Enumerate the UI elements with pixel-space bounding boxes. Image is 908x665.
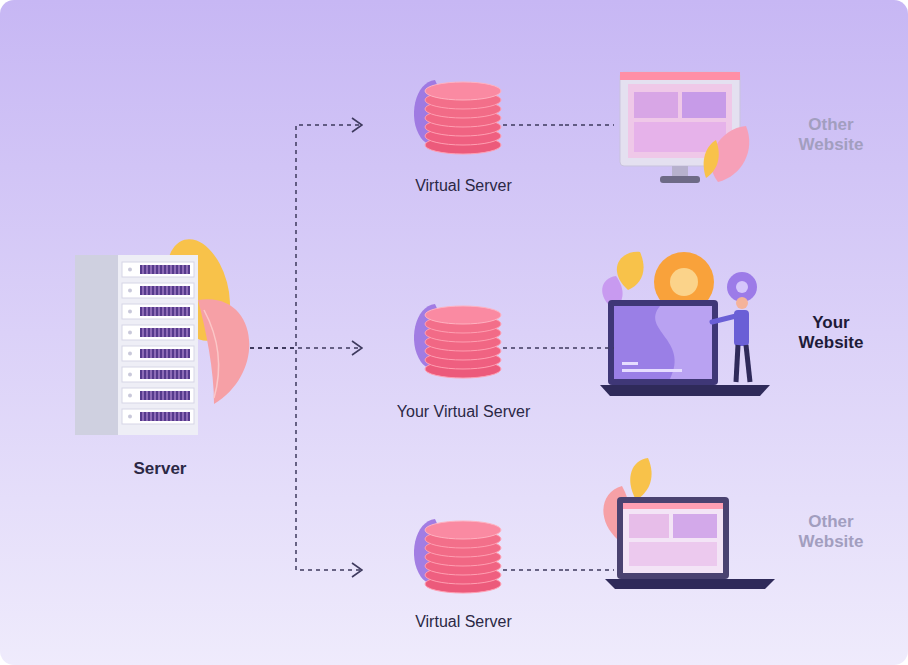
- dashed-connector: [565, 347, 614, 349]
- illustration-part: [600, 385, 770, 396]
- illustration-part: [118, 255, 198, 435]
- illustration-part: [414, 80, 501, 154]
- illustration-part: [503, 347, 565, 349]
- node-label: Server: [134, 459, 187, 479]
- website-label: Your Website: [785, 313, 877, 353]
- illustration-part: [670, 268, 698, 296]
- illustration-part: [623, 503, 723, 573]
- illustration-part: [414, 519, 501, 593]
- illustration-part: [746, 345, 750, 382]
- virtual-server-node: Virtual Server: [362, 70, 565, 200]
- dashed-connector: [250, 348, 362, 570]
- illustration-part: [682, 92, 726, 118]
- dashed-connector: [565, 124, 614, 126]
- node-label: Virtual Server: [415, 612, 512, 632]
- virtual-server-node: Virtual Server: [362, 505, 565, 636]
- illustration-part: [617, 252, 644, 290]
- illustration-part: [503, 569, 565, 571]
- website-label: Other Website: [785, 115, 877, 155]
- illustration-part: [629, 514, 669, 538]
- illustration-part: [414, 304, 501, 378]
- illustration-part: [503, 124, 565, 126]
- virtual-server-node: Your Virtual Server: [362, 295, 565, 426]
- illustration-part: [660, 176, 700, 183]
- illustration-part: [614, 306, 712, 379]
- website-node: Your Website: [614, 268, 881, 408]
- server-node: Server: [70, 240, 250, 483]
- node-label: Your Virtual Server: [397, 402, 530, 422]
- illustration-part: [122, 325, 194, 340]
- website-node: Other Website: [614, 60, 881, 200]
- node-label: Virtual Server: [415, 176, 512, 196]
- illustration-part: [122, 283, 194, 298]
- illustration-part: [620, 72, 740, 80]
- illustration-part: [122, 388, 194, 403]
- illustration-part: [704, 140, 719, 178]
- illustration-part: [673, 514, 717, 538]
- illustration-part: [617, 497, 729, 579]
- dashed-connector: [565, 569, 614, 571]
- illustration-part: [629, 542, 717, 566]
- illustration-part: [122, 409, 194, 424]
- dashed-connector: [250, 125, 362, 348]
- illustration-part: [608, 300, 718, 385]
- website-label: Other Website: [785, 512, 877, 552]
- website-node: Other Website: [614, 480, 881, 620]
- illustration-part: [655, 306, 712, 379]
- illustration-part: [622, 369, 682, 372]
- illustration-part: [122, 346, 194, 361]
- illustration-part: [736, 281, 748, 293]
- illustration-part: [122, 304, 194, 319]
- illustration-part: [75, 255, 119, 435]
- illustration-part: [122, 367, 194, 382]
- illustration-part: [736, 345, 738, 382]
- illustration-part: [736, 297, 748, 309]
- illustration-part: [712, 316, 736, 322]
- illustration-part: [630, 458, 651, 500]
- illustration-part: [122, 262, 194, 277]
- illustration-part: [204, 310, 219, 398]
- illustration-part: [623, 503, 723, 509]
- illustration-part: [198, 299, 249, 404]
- illustration-part: [634, 92, 678, 118]
- illustration-part: [605, 579, 775, 589]
- illustration-part: [622, 362, 638, 365]
